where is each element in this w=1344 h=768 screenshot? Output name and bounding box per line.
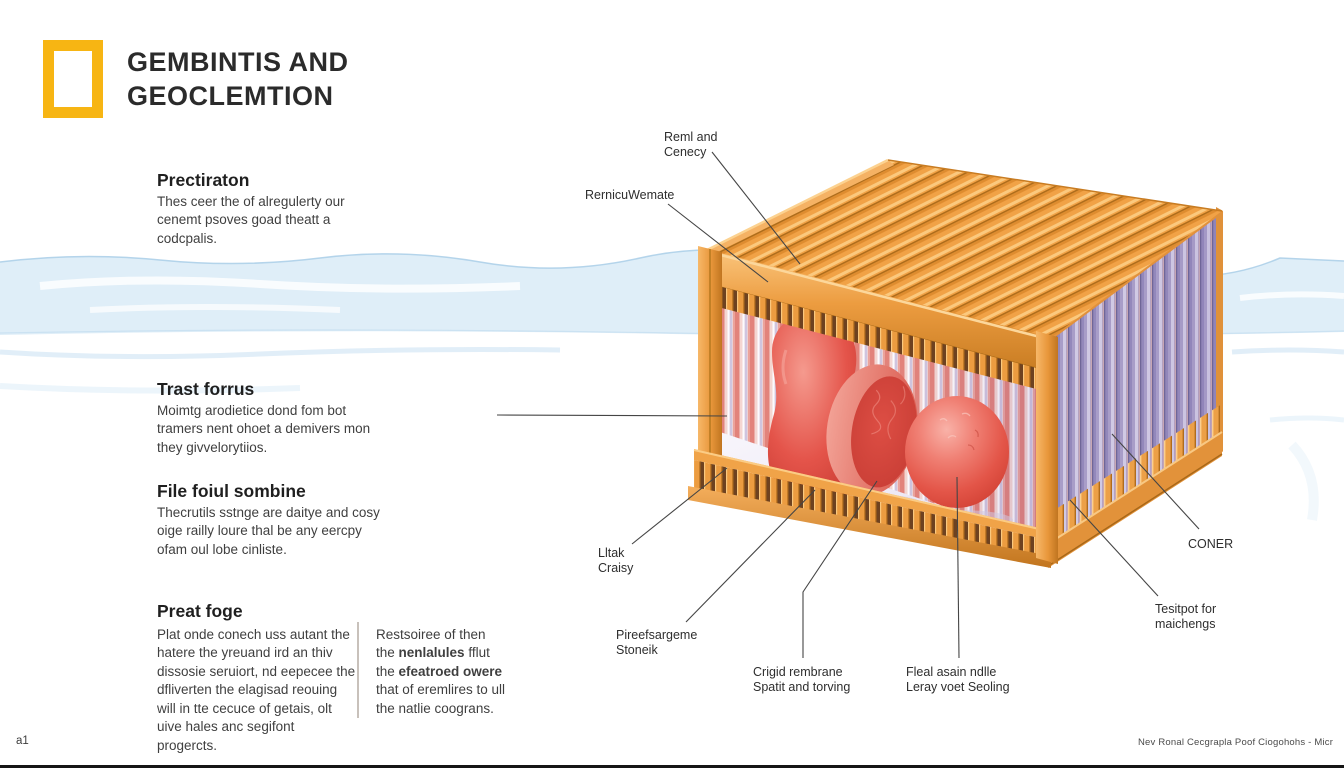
front-frame xyxy=(688,246,1058,568)
shadow xyxy=(755,488,865,508)
col2-text: fflut the xyxy=(376,645,490,679)
top-face-slats xyxy=(702,158,1223,340)
section-2-body: Moimtg arodietice dond fom bot tramers n… xyxy=(157,403,371,455)
right-face-membrane xyxy=(1046,207,1224,568)
shadow xyxy=(903,510,1013,530)
col2-bold-2: efeatroed owere xyxy=(398,663,503,679)
col2-text: Restsoiree of then the xyxy=(376,627,486,661)
col2-text: that of eremlires to ull the natlie coog… xyxy=(376,682,506,716)
section-2-heading: Trast forrus xyxy=(157,379,255,399)
label-tesitpot: Tesitpot for maichengs xyxy=(1155,602,1217,631)
sphere-cell xyxy=(905,396,1009,508)
col2-bold-1: nenlalules xyxy=(398,645,465,661)
label-crigid-rembrane: Crigid rembrane Spatit and torving xyxy=(753,665,851,694)
front-interior xyxy=(712,282,1044,560)
credit-line: Nev Ronal Cecgrapla Poof Ciogohohs - Mic… xyxy=(1138,737,1334,748)
label-pireefsargeme-stoneik: Pireefsargeme Stoneik xyxy=(616,628,698,657)
bottom-edge-bar xyxy=(0,765,1344,768)
section-4-column-2: Restsoiree of then the nenlalules fflut … xyxy=(376,626,508,718)
shadow xyxy=(842,495,922,513)
section-3-heading: File foiul sombine xyxy=(157,481,306,501)
red-cell-shapes xyxy=(767,307,1009,508)
section-1-body: Thes ceer the of alregulerty our cenemt … xyxy=(157,194,345,246)
bean-cell xyxy=(767,315,862,505)
label-rernicuwemate: RernicuWemate xyxy=(585,188,675,202)
label-reml-and-cenecy: Reml and Cenecy xyxy=(664,130,718,159)
section-1-heading: Prectiraton xyxy=(157,170,250,190)
label-fleal-asain: Fleal asain ndlle Leray voet Seoling xyxy=(906,665,1010,694)
disc-cell xyxy=(826,364,918,496)
page-number: a1 xyxy=(16,735,29,747)
section-4-heading: Preat foge xyxy=(157,601,243,621)
section-4-column-1: Plat onde conech uss autant the hatere t… xyxy=(157,627,356,753)
natgeo-logo xyxy=(43,40,103,118)
leader-lines xyxy=(496,151,1200,659)
label-coner: CONER xyxy=(1188,537,1234,551)
section-3-body: Thecrutils sstnge are daitye and cosy oi… xyxy=(157,505,380,557)
stem xyxy=(817,307,832,320)
column-divider xyxy=(357,622,359,718)
page-title: GEMBINTIS AND GEOCLEMTION xyxy=(127,47,349,112)
label-lltak-craisy: Lltak Craisy xyxy=(598,546,634,575)
